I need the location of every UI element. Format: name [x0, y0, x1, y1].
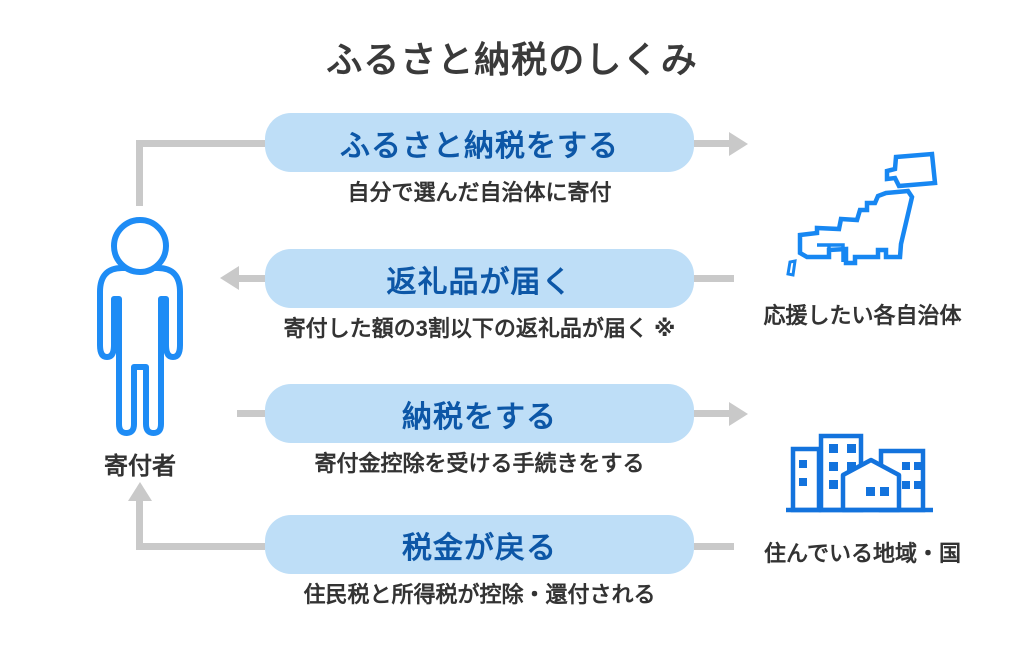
- buildings-icon: [786, 433, 933, 513]
- connector-step4-to-donor-vertical: [136, 499, 143, 549]
- step3-label: 納税をする: [402, 400, 557, 434]
- step3-note: 寄付金控除を受ける手続きをする: [314, 451, 645, 476]
- page-title: ふるさと納税のしくみ: [326, 39, 698, 80]
- arrowhead-right-step1-icon: [729, 131, 748, 156]
- person-icon: [97, 217, 183, 436]
- connector-step2-to-donor: [238, 274, 265, 282]
- step1-note: 自分で選んだ自治体に寄付: [347, 180, 612, 205]
- step1-label: ふるさと納税をする: [340, 129, 619, 163]
- japan-map-icon: [786, 151, 938, 277]
- step1-box: ふるさと納税をする: [265, 113, 694, 172]
- step2-note: 寄付した額の3割以下の返礼品が届く ※: [283, 316, 676, 341]
- step4-box: 税金が戻る: [265, 515, 694, 574]
- connector-municipalities-to-step2: [694, 274, 734, 282]
- step2-box: 返礼品が届く: [265, 249, 694, 308]
- step4-label: 税金が戻る: [402, 531, 557, 565]
- connector-step4-to-donor: [136, 542, 265, 550]
- connector-donor-to-step1: [136, 139, 265, 147]
- step4-note: 住民税と所得税が控除・還付される: [303, 582, 656, 607]
- arrowhead-right-step3-icon: [729, 401, 748, 426]
- step2-label: 返礼品が届く: [386, 265, 573, 299]
- arrowhead-up-step4-icon: [127, 482, 152, 501]
- connector-step1-to-municipalities: [694, 139, 731, 147]
- step3-box: 納税をする: [265, 384, 694, 443]
- residence-label: 住んでいる地域・国: [764, 541, 961, 566]
- connector-donor-to-step3: [237, 409, 265, 417]
- connector-donor-to-step1-vertical: [136, 139, 143, 206]
- connector-residence-to-step4: [694, 542, 734, 550]
- municipalities-label: 応援したい各自治体: [763, 303, 962, 328]
- arrowhead-left-step2-icon: [220, 266, 239, 290]
- donor-label: 寄付者: [104, 453, 176, 480]
- connector-step3-to-residence: [694, 409, 731, 417]
